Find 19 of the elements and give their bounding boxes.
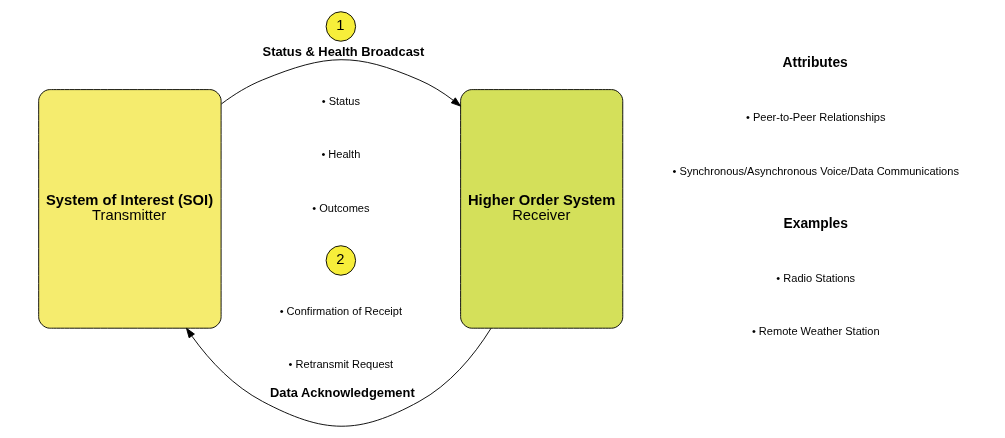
arrow (185, 327, 491, 427)
arrow (220, 59, 461, 107)
node-circle: 2 (325, 245, 356, 276)
edge-label: Status & Health Broadcast (262, 44, 424, 60)
label: • Peer-to-Peer Relationships (745, 111, 886, 124)
label: • Outcomes (311, 201, 369, 214)
label: • Radio Stations (775, 271, 855, 284)
label: • Retransmit Request (288, 358, 393, 371)
label: Attributes (782, 54, 848, 71)
node-circle: 1 (325, 11, 356, 42)
label: • Remote Weather Station (751, 325, 880, 338)
label: • Synchronous/Asynchronous Voice/Data Communications (672, 164, 959, 177)
node-box: System of Interest (SOI) Transmitter (37, 89, 222, 329)
node-box: Higher Order System Receiver (459, 89, 623, 329)
label: • Status (321, 94, 360, 107)
label: • Confirmation of Receipt (279, 304, 402, 317)
label: • Health (320, 148, 360, 161)
label: Examples (783, 214, 848, 231)
edge-label: Data Acknowledgement (269, 385, 415, 401)
